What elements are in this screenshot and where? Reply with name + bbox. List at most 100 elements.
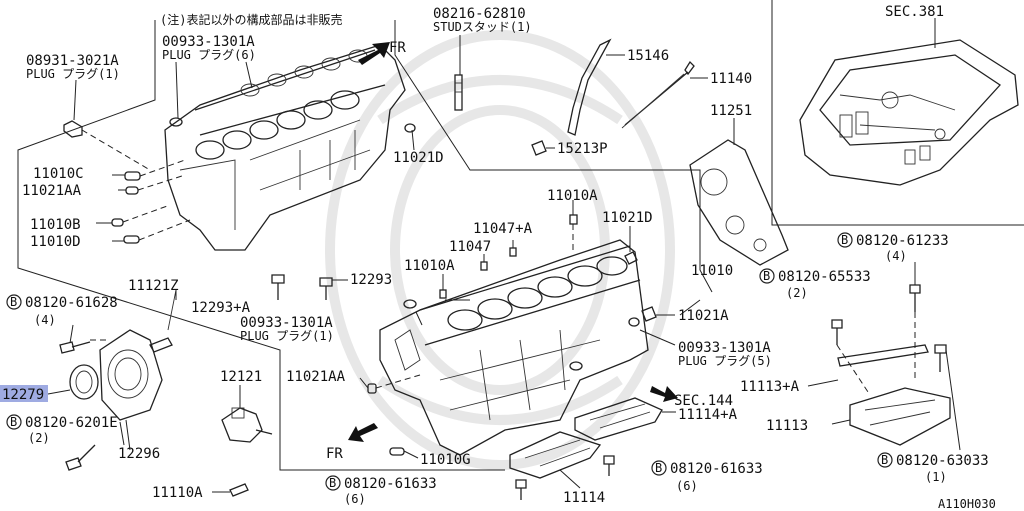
- label-00933-1301a-top-sub: PLUG プラグ(6): [162, 48, 256, 62]
- label-11110a: 11110A: [152, 485, 203, 501]
- label-08120-65533-qty: (2): [786, 286, 808, 300]
- label-11010d: 11010D: [30, 234, 81, 250]
- label-08120-61633-left: 08120-61633: [344, 476, 437, 492]
- group-outline-lines: [17, 0, 1024, 471]
- label-08931-3021a: 08931-3021A: [26, 53, 119, 69]
- label-11010b: 11010B: [30, 217, 81, 233]
- part-labels: (注)表記以外の構成部品は非販売 08931-3021A PLUG プラグ(1)…: [0, 4, 996, 511]
- label-11010a-mid: 11010A: [404, 258, 455, 274]
- svg-text:B: B: [10, 295, 17, 309]
- rear-plate-11251: [689, 118, 789, 266]
- label-12121: 12121: [220, 369, 262, 385]
- non-sale-note: (注)表記以外の構成部品は非販売: [160, 12, 342, 27]
- bolt-08120-6201e: [65, 444, 96, 471]
- label-fr-lower: FR: [326, 446, 343, 462]
- label-11251: 11251: [710, 103, 752, 119]
- bolt-08120-61628: [59, 341, 91, 354]
- fr-arrow-upper-icon: [358, 42, 390, 65]
- label-11114a: 11114+A: [678, 407, 738, 423]
- label-12296: 12296: [118, 446, 160, 462]
- sensor-12121: [221, 385, 273, 443]
- svg-text:B: B: [763, 269, 770, 283]
- label-08120-6201e-qty: (2): [28, 431, 50, 445]
- bearing-caps-11114: [509, 397, 676, 500]
- upper-block-cylinder-bores: [195, 49, 368, 160]
- highlighted-part-marker: [0, 385, 48, 402]
- dowel-11110a: [212, 483, 249, 497]
- label-11021aa-left: 11021AA: [22, 183, 82, 199]
- label-00933-1301a-mid: 00933-1301A: [240, 315, 333, 331]
- fr-arrow-lower-icon: [348, 423, 378, 442]
- label-08120-61633-right: 08120-61633: [670, 461, 763, 477]
- label-08120-61233: 08120-61233: [856, 233, 949, 249]
- label-08931-3021a-sub: PLUG プラグ(1): [26, 67, 120, 81]
- label-08120-61633-right-qty: (6): [676, 479, 698, 493]
- bolt-symbol-icon: [651, 460, 667, 476]
- label-11010c: 11010C: [33, 166, 84, 182]
- oil-pan-sec381: [799, 18, 1019, 186]
- bolt-symbol-icon: [759, 268, 775, 284]
- label-08120-65533: 08120-65533: [778, 269, 871, 285]
- bolt-symbol-icon: [877, 452, 893, 468]
- label-00933-1301a-right-sub: PLUG プラグ(5): [678, 354, 772, 368]
- label-00933-1301a-top: 00933-1301A: [162, 34, 255, 50]
- label-sec381[interactable]: SEC.381: [885, 4, 944, 20]
- label-11010g: 11010G: [420, 452, 471, 468]
- label-08120-63033-qty: (1): [925, 470, 947, 484]
- bolt-callout-08120-65533: B 08120-65533 (2): [759, 268, 871, 300]
- label-08120-61633-left-qty: (6): [344, 492, 366, 506]
- bolt-callout-08120-63033: B 08120-63033 (1): [877, 452, 989, 484]
- upper-left-small-parts: [63, 79, 191, 244]
- label-12293a: 12293+A: [191, 300, 251, 316]
- upper-engine-block: [164, 44, 416, 251]
- main-engine-block: [379, 239, 649, 456]
- bolt-symbol-icon: [837, 232, 853, 248]
- label-08216-62810: 08216-62810: [433, 6, 526, 22]
- bolt-callout-08120-61633-right: B 08120-61633 (6): [651, 460, 763, 493]
- main-block-cylinder-bores: [447, 256, 628, 331]
- bolt-symbol-icon: [6, 414, 22, 430]
- svg-text:B: B: [329, 476, 336, 490]
- label-fr-upper: FR: [389, 40, 406, 56]
- bolt-symbol-icon: [6, 294, 22, 310]
- svg-text:B: B: [841, 233, 848, 247]
- label-08120-61628: 08120-61628: [25, 295, 118, 311]
- label-15146: 15146: [627, 48, 669, 64]
- label-11010a-top: 11010A: [547, 188, 598, 204]
- label-sec144[interactable]: SEC.144: [674, 393, 733, 409]
- bolt-symbol-icon: [325, 475, 341, 491]
- label-11047a: 11047+A: [473, 221, 533, 237]
- label-12279[interactable]: 12279: [2, 387, 44, 403]
- main-block-small-parts: [212, 200, 676, 497]
- svg-text:B: B: [655, 461, 662, 475]
- label-12293: 12293: [350, 272, 392, 288]
- bolt-12293: [319, 277, 348, 300]
- dipstick-guide: [567, 38, 612, 136]
- label-08120-63033: 08120-63033: [896, 453, 989, 469]
- svg-text:B: B: [881, 453, 888, 467]
- upper-plug: [169, 117, 183, 127]
- bolt-12293a: [271, 274, 285, 300]
- label-08120-61628-qty: (4): [34, 313, 56, 327]
- seal-retainer-12296: [99, 329, 163, 421]
- label-08120-6201e: 08120-6201E: [25, 415, 118, 431]
- bolt-callout-08120-6201e: B 08120-6201E (2): [6, 414, 118, 445]
- oil-seal-12279: [69, 364, 99, 400]
- label-11113: 11113: [766, 418, 808, 434]
- label-00933-1301a-right: 00933-1301A: [678, 340, 771, 356]
- label-11114: 11114: [563, 490, 605, 506]
- drawing-id: A110H030: [938, 497, 996, 511]
- label-11121z: 11121Z: [128, 278, 179, 294]
- stud-and-dipstick: [454, 35, 708, 156]
- label-11021aa-bottom: 11021AA: [286, 369, 346, 385]
- plug-08931: [63, 79, 83, 138]
- label-11021a: 11021A: [678, 308, 729, 324]
- bolt-callout-08120-61628: B 08120-61628 (4): [6, 294, 118, 327]
- label-08216-62810-sub: STUDスタッド(1): [433, 20, 532, 34]
- bolt-callout-08120-61633-left: B 08120-61633 (6): [325, 475, 437, 506]
- label-15213p: 15213P: [557, 141, 608, 157]
- label-11021d-mid: 11021D: [602, 210, 653, 226]
- label-11113a: 11113+A: [740, 379, 800, 395]
